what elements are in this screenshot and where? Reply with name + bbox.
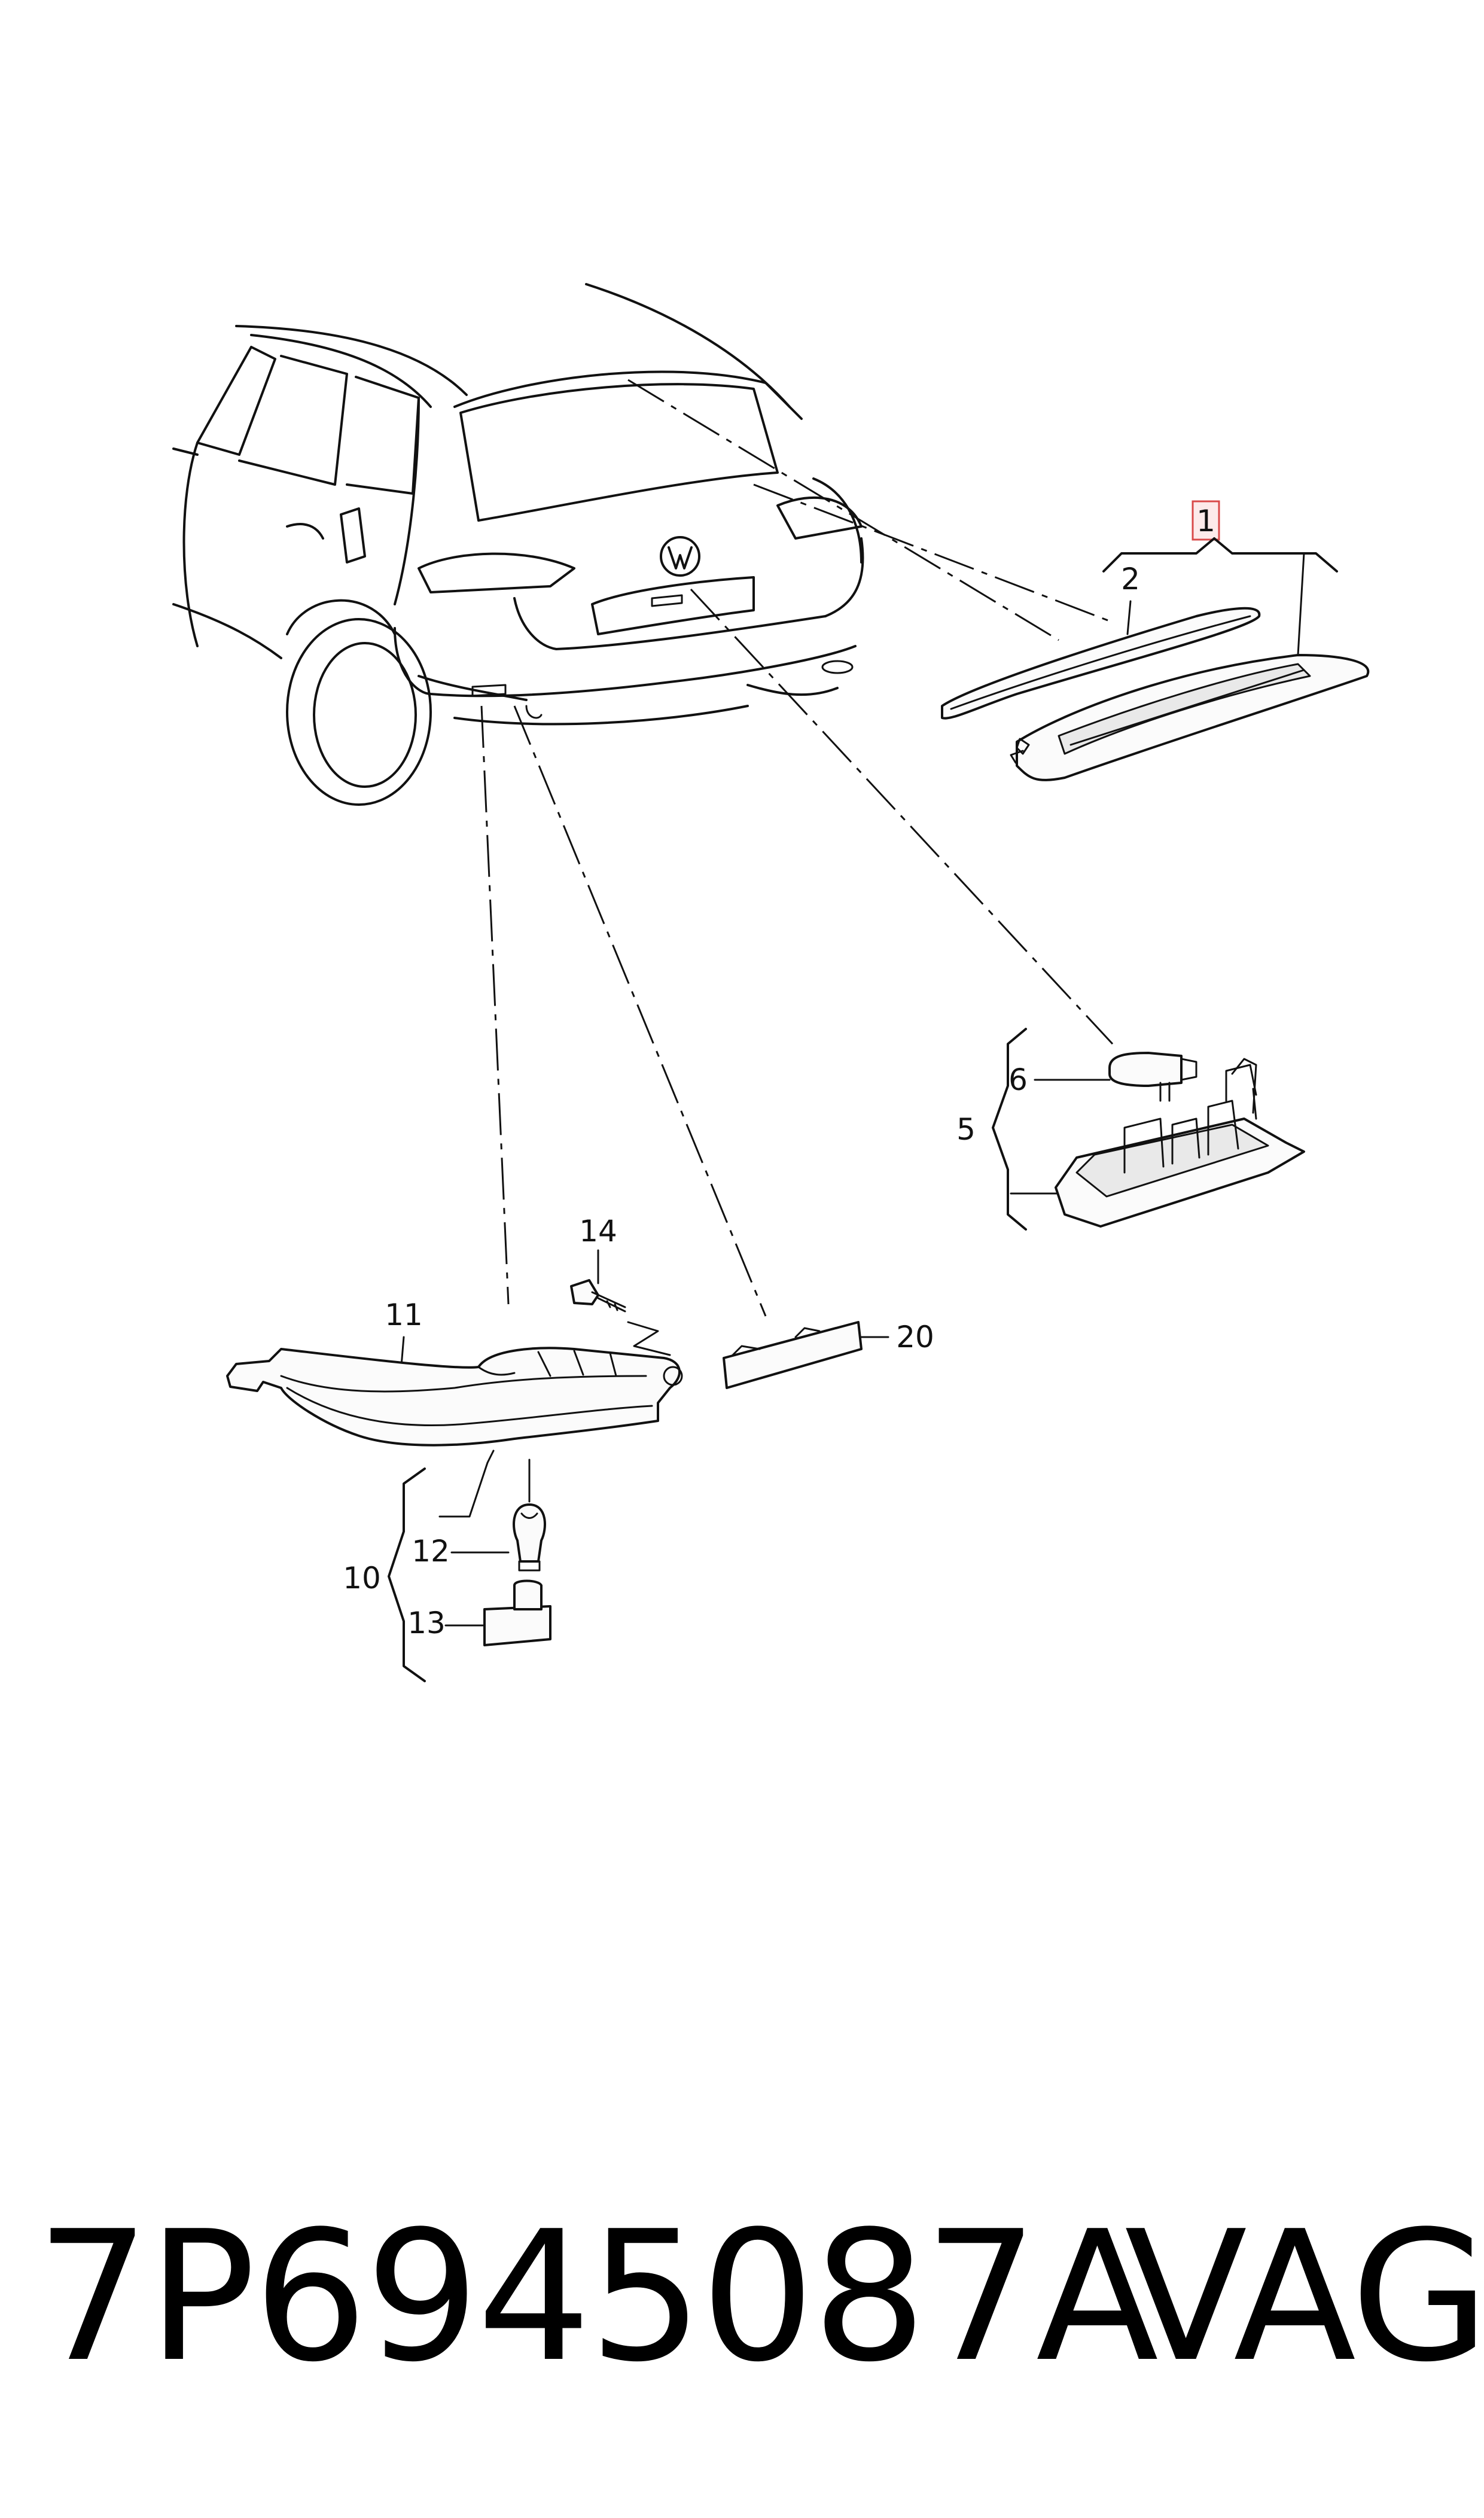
callout-11[interactable]: 11 [385, 1298, 423, 1332]
callout-1[interactable]: 1 [1196, 504, 1215, 538]
bulb-socket [483, 1605, 551, 1646]
leader-to-reflector [513, 705, 767, 1317]
part-11-rear-light-assembly: 11 14 10 12 13 [226, 1214, 683, 1682]
leader-to-brake-light-b [753, 483, 1113, 623]
callout-14[interactable]: 14 [579, 1214, 617, 1249]
callout-2[interactable]: 2 [1121, 562, 1140, 596]
brake-light-housing [1016, 654, 1370, 781]
part-20-reflector: 20 [723, 1320, 934, 1389]
reflector [723, 1321, 863, 1389]
vehicle-rear-illustration [172, 283, 864, 806]
callout-6[interactable]: 6 [1008, 1062, 1028, 1097]
callout-1-highlight [1192, 500, 1220, 541]
callout-5[interactable]: 5 [956, 1112, 976, 1147]
callout-12[interactable]: 12 [412, 1534, 450, 1569]
part-1-brake-light-assembly: 1 2 [941, 500, 1370, 781]
callout-20[interactable]: 20 [896, 1320, 934, 1354]
leader-to-plate-light [690, 588, 1114, 1045]
wedge-bulb [1108, 1052, 1183, 1087]
leader-to-brake-light [627, 379, 1059, 641]
callout-10[interactable]: 10 [343, 1561, 381, 1596]
leader-lines [480, 379, 1114, 1317]
indicator-bulb [513, 1503, 546, 1563]
brand-name: VAG [1125, 2193, 1484, 2401]
callout-13[interactable]: 13 [407, 1606, 446, 1640]
part-number: 7P6945087A [36, 2193, 1159, 2401]
leader-to-fog-light [480, 705, 510, 1305]
screw [570, 1279, 599, 1305]
rear-fog-light [226, 1347, 681, 1447]
part-5-plate-light-assembly: 5 6 [956, 1028, 1305, 1231]
